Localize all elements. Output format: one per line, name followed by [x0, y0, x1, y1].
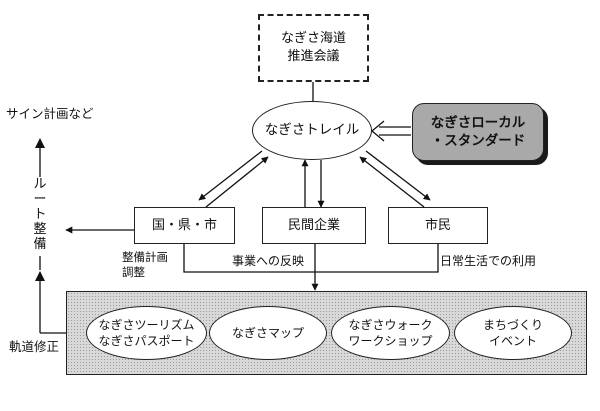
course-correction-label: 軌道修正	[9, 339, 60, 354]
citizens-feedback-line	[315, 244, 439, 273]
daily-use-label: 日常生活での利用	[440, 254, 537, 268]
trail-to-government-arrow	[198, 150, 263, 201]
maintenance-plan-adjust-label: 整備計画 調整	[122, 250, 168, 279]
standard-to-trail-arrowhead	[370, 120, 385, 142]
citizens-to-trail-arrow	[359, 156, 425, 208]
business-reflection-label: 事業への反映	[232, 254, 305, 268]
local-standard-box: なぎさローカル ・スタンダード	[412, 103, 544, 161]
sign-plan-label: サイン計画など	[6, 106, 94, 121]
citizens-box: 市民	[388, 207, 488, 244]
activity-map: なぎさマップ	[209, 306, 327, 360]
activity-walk-workshop: なぎさウォーク ワークショップ	[331, 306, 450, 360]
trail-to-citizens-arrow	[365, 150, 431, 201]
trail-ellipse: なぎさトレイル	[252, 101, 372, 160]
government-box: 国・県・市	[134, 207, 235, 244]
council-box: なぎさ海道 推進会議	[258, 14, 369, 82]
government-feedback-line	[183, 244, 315, 273]
activity-tourism-passport: なぎさツーリズム なぎさパスポート	[86, 306, 207, 360]
route-maintenance-label: ル ー ト 整 備	[32, 177, 48, 253]
private-company-box: 民間企業	[262, 207, 366, 244]
activity-town-event: まちづくり イベント	[454, 306, 572, 360]
government-to-trail-arrow	[205, 156, 269, 208]
